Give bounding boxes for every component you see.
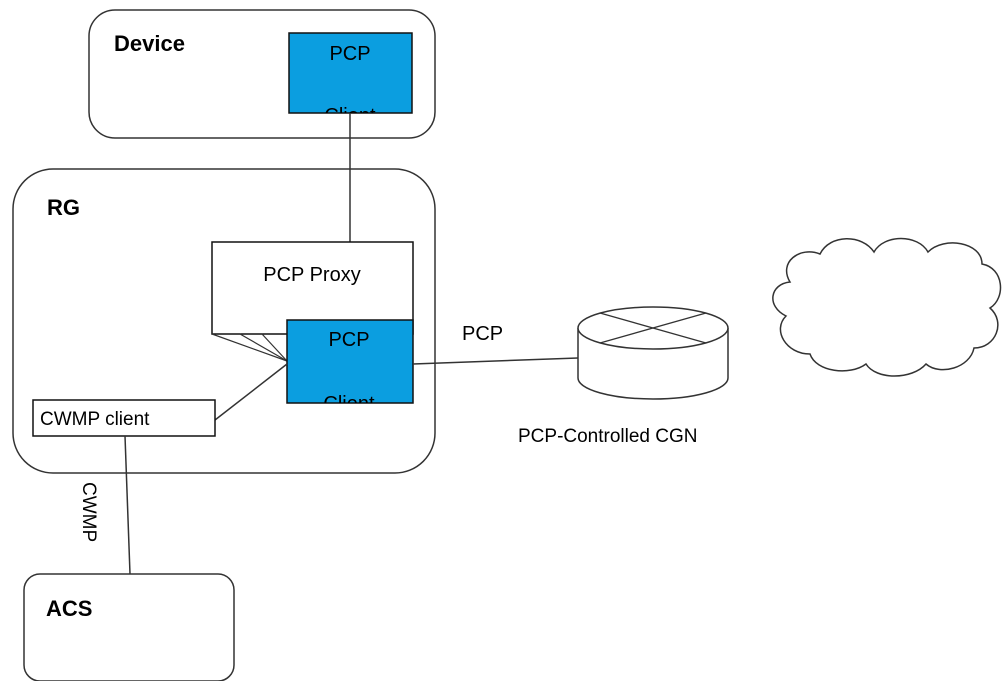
cwmp-to-pcp-client-link	[214, 363, 288, 421]
device-pcp-client-label-2: Client	[324, 105, 376, 127]
pcp-proxy-label: PCP Proxy	[263, 264, 360, 286]
rg-pcp-client	[286, 319, 414, 404]
acs-box	[23, 573, 235, 681]
proxy-callout-line-2	[239, 333, 288, 362]
cwmp-client-box	[32, 399, 216, 437]
cgn-router-icon	[577, 306, 729, 400]
rg-pcp-client-label: PCP	[328, 329, 369, 351]
rg-cgn-link-label: PCP	[462, 323, 503, 345]
proxy-callout-line-1	[211, 333, 288, 362]
device-title: Device	[114, 31, 185, 56]
device-pcp-client	[288, 32, 413, 114]
rg-title: RG	[47, 195, 80, 220]
rg-to-acs-link	[124, 435, 131, 575]
pcp-proxy-box	[211, 241, 414, 335]
rg-to-cgn-link	[412, 357, 579, 365]
proxy-callout-line-3	[261, 333, 288, 362]
rg-pcp-client-label-2: Client	[323, 393, 375, 415]
acs-title: ACS	[46, 596, 92, 621]
internet-cloud-icon	[772, 237, 1002, 377]
cwmp-client-label: CWMP client	[40, 409, 150, 430]
rg-acs-link-label: CWMP	[78, 482, 99, 542]
cgn-label: PCP-Controlled CGN	[518, 426, 698, 447]
device-pcp-client-label: PCP	[329, 43, 370, 65]
